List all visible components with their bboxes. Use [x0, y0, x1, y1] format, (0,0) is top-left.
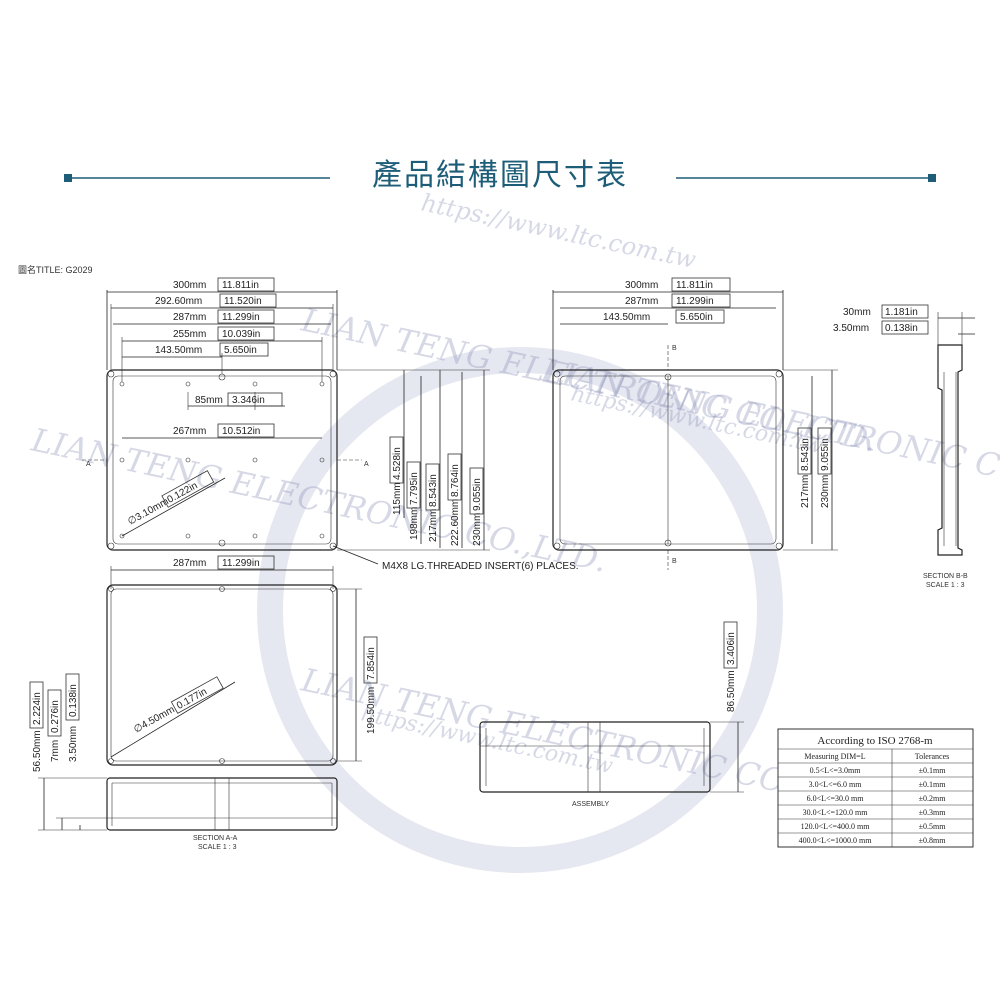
dim-7-795in: 7.795in: [409, 472, 420, 505]
dim-115mm: 115mm: [392, 482, 403, 515]
title-block: 圖名TITLE: G2029: [18, 265, 93, 275]
dim-255mm: 255mm: [173, 329, 206, 340]
assembly-dim-3-406in: 3.406in: [726, 632, 737, 665]
side-dim-3-50mm: 3.50mm: [833, 323, 869, 334]
dim-9-055in: 9.055in: [472, 478, 483, 511]
front-dim-230mm: 230mm: [820, 475, 831, 508]
dim-217mm: 217mm: [428, 509, 439, 542]
section-b-top: B: [672, 345, 677, 352]
table-row-tol: ±0.1mm: [919, 766, 947, 775]
front-dim-11-811in: 11.811in: [676, 280, 713, 291]
section-b-bottom: B: [672, 558, 677, 565]
dim-10-039in: 10.039in: [222, 329, 260, 340]
side-dim-1-181in: 1.181in: [885, 307, 918, 318]
side-view: 30mm 1.181in 3.50mm 0.138in SECTION B-B …: [833, 304, 975, 589]
bottom-dim-11-299in: 11.299in: [222, 558, 260, 569]
dim-8-764in: 8.764in: [450, 464, 461, 497]
watermark-url-1: https://www.ltc.com.tw: [419, 188, 699, 274]
section-a-left: A: [86, 461, 91, 468]
table-row-dim: 0.5<L<=3.0mm: [810, 766, 862, 775]
top-view-hdims: [106, 290, 338, 382]
page-title: 產品結構圖尺寸表: [372, 158, 628, 193]
bottom-dim-287mm: 287mm: [173, 558, 206, 569]
section-a-caption: SECTION A-A: [193, 835, 238, 842]
table-header-dim: Measuring DIM=L: [804, 752, 865, 761]
dim-300mm: 300mm: [173, 280, 206, 291]
table-row-dim: 30.0<L<=120.0 mm: [803, 808, 869, 817]
table-row-dim: 6.0<L<=30.0 mm: [807, 794, 865, 803]
front-dim-8-543in: 8.543in: [800, 438, 811, 471]
front-view: B B 300mm 11.811in 287mm 11.299in 143.50…: [552, 277, 838, 570]
section-a-right: A: [364, 461, 369, 468]
dim-3-346in: 3.346in: [232, 395, 265, 406]
top-view-vdims: [337, 369, 490, 551]
bottom-dim-199-50mm: 199.50mm: [366, 687, 377, 734]
front-dim-11-299in: 11.299in: [676, 296, 714, 307]
dim-287mm: 287mm: [173, 312, 206, 323]
front-dim-9-055in: 9.055in: [820, 438, 831, 471]
section-dim-56-50mm: 56.50mm: [32, 730, 43, 772]
table-row-dim: 400.0<L<=1000.0 mm: [799, 836, 873, 845]
top-view-vdim-labels: 115mm 4.528in 198mm 7.795in 217mm 8.543i…: [389, 436, 484, 546]
bottom-view: 287mm 11.299in 199.50mm 7.854in ∅4.50mm …: [106, 555, 378, 766]
header-rule: [64, 174, 936, 182]
dim-11-299in: 11.299in: [222, 312, 260, 323]
table-row-tol: ±0.8mm: [919, 836, 947, 845]
section-b-scale: SCALE 1 : 3: [926, 582, 965, 589]
top-view: 300mm 11.811in 292.60mm 11.520in 287mm 1…: [82, 277, 579, 572]
table-row-tol: ±0.2mm: [919, 794, 947, 803]
side-dim-30mm: 30mm: [843, 307, 871, 318]
dim-8-543in: 8.543in: [428, 474, 439, 507]
table-row-dim: 3.0<L<=6.0 mm: [809, 780, 863, 789]
front-dim-300mm: 300mm: [625, 280, 658, 291]
dim-10-512in: 10.512in: [222, 426, 260, 437]
table-row-tol: ±0.5mm: [919, 822, 947, 831]
section-dim-0-138in: 0.138in: [68, 684, 79, 717]
insert-note: M4X8 LG.THREADED INSERT(6) PLACES.: [382, 561, 579, 572]
dim-230mm: 230mm: [472, 513, 483, 546]
front-dim-5-650in: 5.650in: [680, 312, 713, 323]
front-dim-217mm: 217mm: [800, 475, 811, 508]
dim-267mm: 267mm: [173, 426, 206, 437]
dim-85mm: 85mm: [195, 395, 223, 406]
tolerance-table: According to ISO 2768-m Measuring DIM=L …: [777, 728, 974, 848]
dim-5-650in: 5.650in: [224, 345, 257, 356]
dim-198mm: 198mm: [409, 507, 420, 540]
section-dim-2-224in: 2.224in: [32, 692, 43, 725]
table-row-dim: 120.0<L<=400.0 mm: [801, 822, 871, 831]
section-b-caption: SECTION B-B: [923, 573, 968, 580]
assembly-dim-86-50mm: 86.50mm: [726, 670, 737, 712]
assembly-caption: ASSEMBLY: [572, 801, 610, 808]
section-dim-3-50mm: 3.50mm: [68, 726, 79, 762]
top-view-hdim-labels: 300mm 11.811in 292.60mm 11.520in 287mm 1…: [155, 277, 277, 357]
section-aa: 56.50mm 2.224in 7mm 0.276in 3.50mm 0.138…: [29, 673, 338, 851]
section-dim-7mm: 7mm: [50, 740, 61, 762]
assembly-view: 86.50mm 3.406in ASSEMBLY: [479, 621, 744, 808]
dim-292-60mm: 292.60mm: [155, 296, 202, 307]
dim-11-811in: 11.811in: [222, 280, 259, 291]
table-title: According to ISO 2768-m: [817, 735, 933, 747]
table-header-tol: Tolerances: [915, 752, 950, 761]
section-a-scale: SCALE 1 : 3: [198, 844, 237, 851]
top-view-holes: [107, 370, 337, 550]
table-row-tol: ±0.1mm: [919, 780, 947, 789]
dim-222-60mm: 222.60mm: [450, 499, 461, 546]
front-dim-143-50mm: 143.50mm: [603, 312, 650, 323]
table-row-tol: ±0.3mm: [919, 808, 947, 817]
section-dim-0-276in: 0.276in: [50, 700, 61, 733]
dim-4-528in: 4.528in: [392, 447, 403, 480]
dim-143-50mm: 143.50mm: [155, 345, 202, 356]
side-dim-0-138in: 0.138in: [885, 323, 918, 334]
front-dim-287mm: 287mm: [625, 296, 658, 307]
bottom-dim-7-854in: 7.854in: [366, 647, 377, 680]
dim-11-520in: 11.520in: [224, 296, 262, 307]
